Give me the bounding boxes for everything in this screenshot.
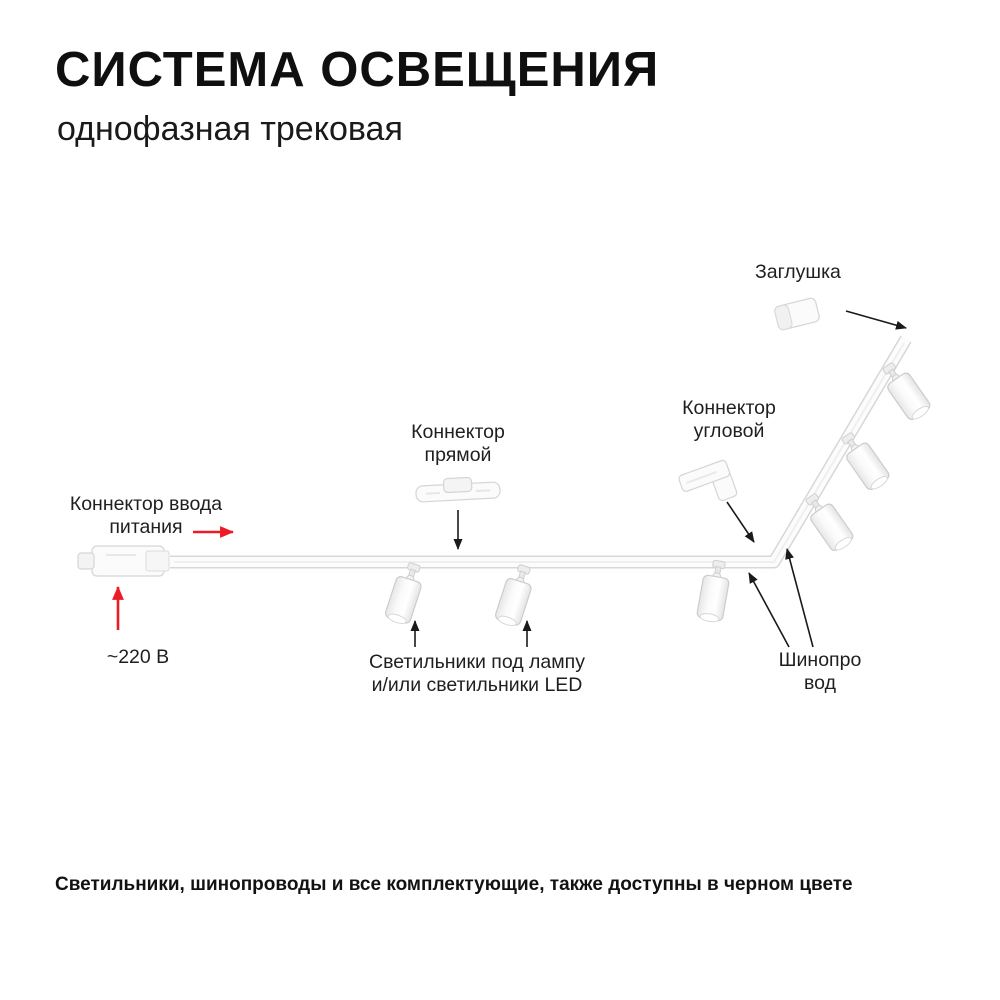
- page-title: СИСТЕМА ОСВЕЩЕНИЯ: [55, 43, 660, 97]
- corner-connector-label: Коннектор угловой: [682, 397, 776, 442]
- end-cap-icon: [774, 297, 820, 331]
- straight-connector-icon: [415, 476, 501, 503]
- power-feed-connector-icon: [77, 545, 170, 577]
- spotlight: [695, 558, 733, 625]
- endcap-arrow: [845, 310, 907, 330]
- power-input-label: Коннектор ввода питания: [69, 493, 223, 538]
- endcap-label: Заглушка: [755, 261, 841, 283]
- power-arrows: [112, 526, 235, 630]
- track-arrow-2: [785, 548, 814, 648]
- spotlight: [835, 427, 893, 494]
- spotlight: [493, 561, 538, 630]
- track-rail: [170, 335, 912, 569]
- voltage-label: ~220 В: [106, 646, 170, 668]
- track-arrow-1: [748, 572, 790, 648]
- page-subtitle: однофазная трековая: [57, 110, 403, 148]
- spotlight: [876, 357, 934, 424]
- track-label: Шинопро вод: [778, 649, 862, 694]
- pointer-arrows: [410, 310, 907, 648]
- spotlight: [383, 559, 428, 628]
- corner-connector-arrow: [726, 501, 755, 543]
- spotlight: [799, 488, 857, 555]
- spotlights-label: Светильники под лампу и/или светильники …: [369, 651, 585, 696]
- footer-note: Светильники, шинопроводы и все комплекту…: [55, 874, 853, 895]
- straight-connector-label: Коннектор прямой: [411, 421, 505, 466]
- corner-connector-icon: [678, 459, 738, 502]
